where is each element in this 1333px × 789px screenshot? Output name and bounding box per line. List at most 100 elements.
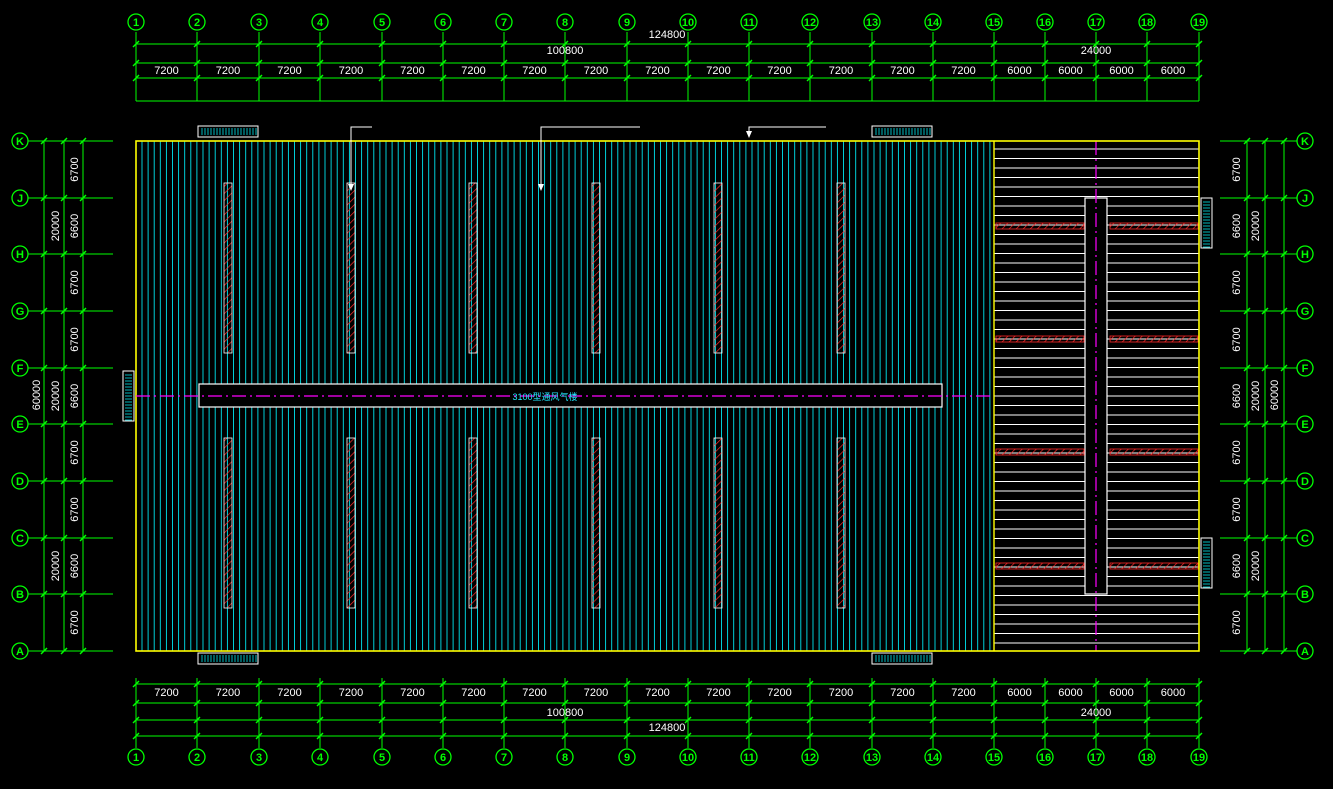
dim-tick <box>990 732 998 740</box>
dim-tick <box>500 680 508 688</box>
dim-tick <box>132 699 140 707</box>
grid-bubble-top-19 <box>1190 13 1208 31</box>
dim-tick <box>132 59 140 67</box>
annex-skylight-left <box>995 448 1085 456</box>
grid-bubble-bottom-3-label: 3 <box>256 752 262 764</box>
bay-dim-top: 7200 <box>951 65 975 77</box>
row-dim-right: 6600 <box>1231 554 1243 578</box>
annex-skylight-right <box>1109 448 1199 456</box>
dim-tick <box>1243 420 1251 428</box>
dim-tick <box>745 680 753 688</box>
bay-dim-bottom: 7200 <box>767 687 791 699</box>
bay-dim-bottom: 7200 <box>277 687 301 699</box>
grid-bubble-left-G <box>11 302 29 320</box>
grid-bubble-right-H-label: H <box>1301 249 1309 261</box>
dim-tick <box>132 74 140 82</box>
dim-tick <box>439 732 447 740</box>
skylight-upper <box>223 182 233 354</box>
dim-tick <box>990 716 998 724</box>
dim-tick <box>40 477 48 485</box>
grid-bubble-bottom-5 <box>373 748 391 766</box>
dim-tick <box>623 699 631 707</box>
dim-tick <box>132 732 140 740</box>
dim-tick <box>868 699 876 707</box>
dim-tick <box>79 590 87 598</box>
dim-tick <box>745 732 753 740</box>
dim-tick <box>745 699 753 707</box>
grid-bubble-top-16-label: 16 <box>1039 17 1051 29</box>
grid-bubble-bottom-15-label: 15 <box>988 752 1000 764</box>
dim-tick <box>1195 74 1203 82</box>
dim-tick <box>1280 477 1288 485</box>
grid-bubble-bottom-4 <box>311 748 329 766</box>
row-group-dim-right: 20000 <box>1250 381 1262 412</box>
dim-tick <box>1280 647 1288 655</box>
bay-dim-bottom: 7200 <box>461 687 485 699</box>
grid-bubble-bottom-16-label: 16 <box>1039 752 1051 764</box>
dim-tick <box>929 40 937 48</box>
grid-bubble-top-7 <box>495 13 513 31</box>
grid-bubble-top-15 <box>985 13 1003 31</box>
dim-tick <box>255 699 263 707</box>
dim-tick <box>316 732 324 740</box>
annex-roof-area <box>994 141 1199 651</box>
row-group-dim-left: 20000 <box>50 381 62 412</box>
grid-bubble-right-F-label: F <box>1302 363 1309 375</box>
overall-width-left: 60000 <box>31 380 43 411</box>
grid-bubble-top-17-label: 17 <box>1090 17 1102 29</box>
leader-line <box>350 126 372 190</box>
grid-bubble-top-4 <box>311 13 329 31</box>
dim-tick <box>868 74 876 82</box>
grid-bubble-top-10 <box>679 13 697 31</box>
dim-tick <box>1243 534 1251 542</box>
annex-skylight-left <box>995 222 1085 230</box>
grid-bubble-top-3 <box>250 13 268 31</box>
skylight-upper <box>591 182 601 354</box>
dim-tick <box>1261 590 1269 598</box>
dim-tick <box>990 74 998 82</box>
dim-tick <box>684 59 692 67</box>
dim-tick <box>439 716 447 724</box>
bay-dim-bottom: 7200 <box>522 687 546 699</box>
dim-tick <box>1261 420 1269 428</box>
ridge-vent: 3100型通风气楼 <box>136 383 994 408</box>
row-dim-left: 6700 <box>69 270 81 294</box>
dim-tick <box>1195 40 1203 48</box>
dim-tick <box>684 680 692 688</box>
grid-bubble-top-4-label: 4 <box>317 17 324 29</box>
dim-tick <box>193 680 201 688</box>
dim-tick <box>40 194 48 202</box>
leader-arrowhead <box>746 131 752 138</box>
dim-tick <box>745 716 753 724</box>
dim-tick <box>316 74 324 82</box>
dim-tick <box>1092 74 1100 82</box>
grid-bubble-bottom-1-label: 1 <box>133 752 139 764</box>
dim-tick <box>561 74 569 82</box>
row-dim-left: 6700 <box>69 157 81 181</box>
grid-bubble-top-5-label: 5 <box>379 17 385 29</box>
grid-bubble-top-2-label: 2 <box>194 17 200 29</box>
bay-dim-bottom: 7200 <box>951 687 975 699</box>
dim-tick <box>1280 307 1288 315</box>
grid-bubble-bottom-7 <box>495 748 513 766</box>
dim-tick <box>929 680 937 688</box>
bay-dim-top: 7200 <box>584 65 608 77</box>
grid-bubble-bottom-12 <box>801 748 819 766</box>
leader-arrowhead <box>348 184 354 191</box>
dim-tick <box>193 59 201 67</box>
bay-dim-bottom: 7200 <box>890 687 914 699</box>
dim-tick <box>79 364 87 372</box>
dim-tick <box>806 59 814 67</box>
row-group-dim-left: 20000 <box>50 551 62 582</box>
dim-tick <box>990 59 998 67</box>
dim-tick <box>745 74 753 82</box>
dim-tick <box>378 699 386 707</box>
row-group-dim-right: 20000 <box>1250 211 1262 242</box>
grid-bubble-top-11 <box>740 13 758 31</box>
grid-bubble-top-12-label: 12 <box>804 17 816 29</box>
grid-bubbles: 1122334455667788991010111112121313141415… <box>11 13 1314 766</box>
dim-tick <box>500 716 508 724</box>
dim-tick <box>79 137 87 145</box>
dim-tick <box>1092 732 1100 740</box>
grid-bubble-bottom-19 <box>1190 748 1208 766</box>
